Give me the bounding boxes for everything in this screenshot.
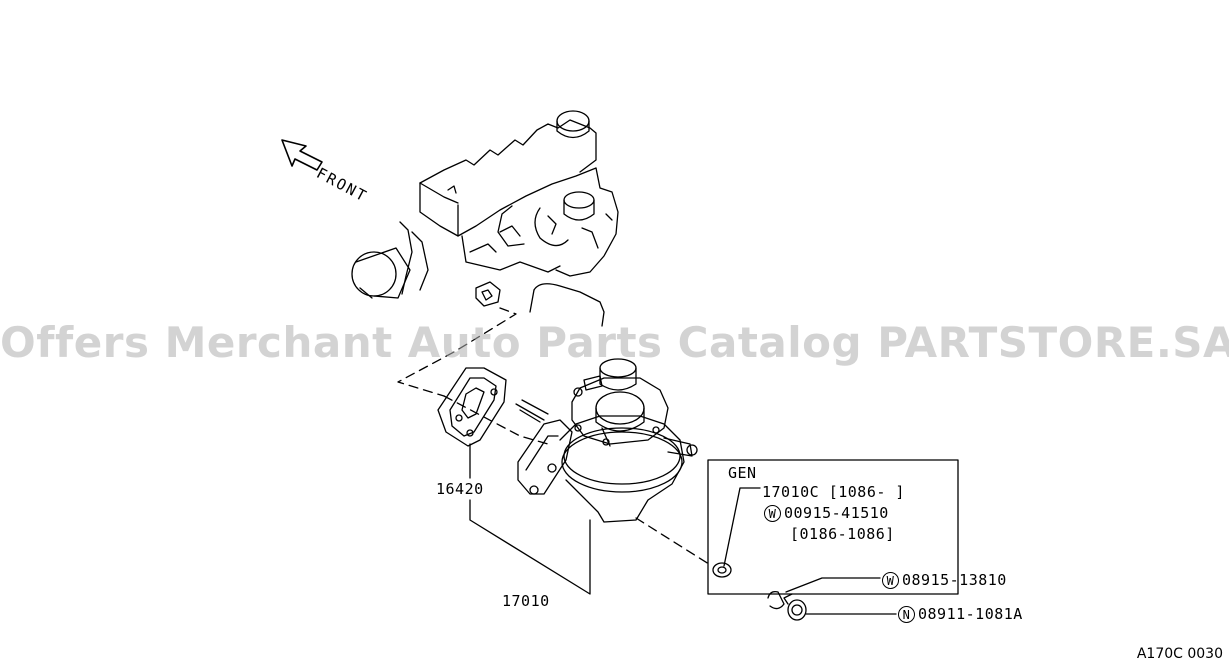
leader-17010 bbox=[469, 499, 591, 595]
gen-title: GEN bbox=[728, 464, 757, 482]
hardware-washer-part[interactable]: 08915-13810 bbox=[902, 571, 1007, 589]
leader-washer bbox=[785, 577, 881, 593]
gasket-illustration bbox=[437, 367, 507, 447]
gen-box bbox=[707, 459, 959, 595]
engine-illustration bbox=[351, 110, 619, 327]
part-number-fuel-pump[interactable]: 17010 bbox=[502, 592, 550, 610]
front-arrow-icon bbox=[281, 139, 323, 171]
assembly-dashed-line-3 bbox=[635, 517, 713, 567]
gen-washer-range: [0186-1086] bbox=[790, 525, 895, 543]
assembly-dashed-line bbox=[397, 307, 517, 397]
gen-part-number[interactable]: 17010C bbox=[762, 483, 820, 501]
washer-nut-illustration bbox=[767, 590, 807, 621]
hardware-nut-part[interactable]: 08911-1081A bbox=[918, 605, 1023, 623]
watermark-text: Offers Merchant Auto Parts Catalog PARTS… bbox=[0, 318, 1229, 367]
fuel-pump-illustration bbox=[515, 358, 698, 523]
gen-washer-part[interactable]: 00915-41510 bbox=[784, 504, 889, 522]
washer-mark-icon: W bbox=[764, 505, 781, 522]
diagram-code: A170C 0030 bbox=[1136, 646, 1223, 662]
gen-part-range: [1086- ] bbox=[828, 483, 905, 501]
nut-mark-icon: N bbox=[898, 606, 915, 623]
washer-ring bbox=[712, 562, 732, 578]
assembly-dashed-line-2 bbox=[443, 395, 549, 445]
gen-leader bbox=[723, 487, 761, 567]
part-number-gasket[interactable]: 16420 bbox=[436, 480, 484, 498]
washer-mark-icon: W bbox=[882, 572, 899, 589]
gen-part-line: 17010C [1086- ] bbox=[762, 485, 905, 500]
